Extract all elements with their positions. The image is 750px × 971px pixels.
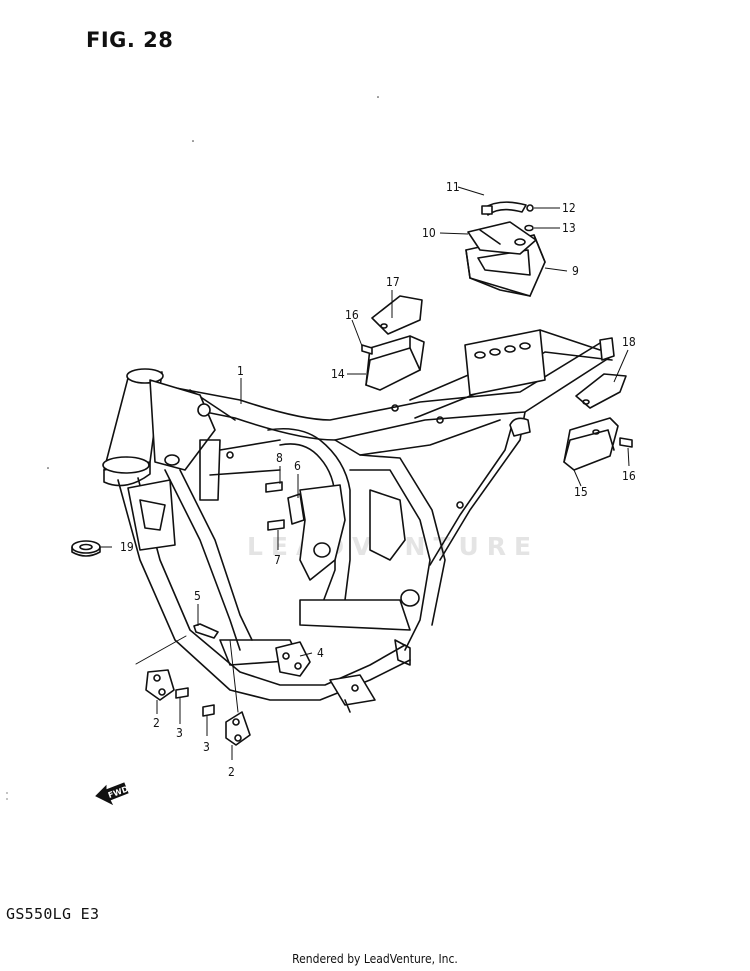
callout-12: 12 [562, 201, 576, 215]
callout-2b: 2 [228, 765, 235, 779]
callout-18: 18 [622, 335, 636, 349]
scan-specks [6, 96, 379, 800]
callout-4: 4 [317, 646, 324, 660]
fwd-arrow-icon: FWD [95, 782, 130, 806]
callout-13: 13 [562, 221, 576, 235]
callout-6: 6 [294, 459, 301, 473]
figure-title: FIG. 28 [86, 28, 174, 52]
left-side-cap [371, 295, 423, 335]
bolt-3b [202, 704, 215, 717]
render-credit: Rendered by LeadVenture, Inc. [292, 952, 458, 966]
callout-10: 10 [422, 226, 436, 240]
callout-14: 14 [331, 367, 345, 381]
callout-5: 5 [194, 589, 201, 603]
bolt-5 [193, 623, 219, 639]
bolt-8 [265, 481, 283, 493]
callout-1: 1 [237, 364, 244, 378]
fwd-label: FWD [107, 784, 130, 800]
battery-cover [467, 221, 537, 255]
bolt-16-right [619, 437, 633, 448]
callout-3b: 3 [203, 740, 210, 754]
callout-2a: 2 [153, 716, 160, 730]
bolt-16-left [361, 344, 373, 355]
callout-3a: 3 [176, 726, 183, 740]
callout-16a: 16 [345, 308, 359, 322]
model-code: GS550LG E3 [6, 905, 100, 923]
leader-lines [100, 186, 630, 760]
grommet-19 [71, 540, 101, 557]
bolt-3a [175, 687, 189, 699]
engine-mount-bracket-2a [145, 669, 175, 701]
callout-9: 9 [572, 264, 579, 278]
callout-8: 8 [276, 451, 283, 465]
callout-17: 17 [386, 275, 400, 289]
right-side-cap [575, 373, 627, 409]
right-side-box [563, 417, 619, 471]
washer-13 [524, 224, 534, 232]
callout-19: 19 [120, 540, 134, 554]
bracket-guide-lines [135, 635, 239, 713]
callout-7: 7 [274, 553, 281, 567]
callout-16b: 16 [622, 469, 636, 483]
main-frame [102, 329, 615, 713]
bracket-6 [287, 493, 305, 525]
callout-labels: 1 2 2 3 3 4 5 6 7 8 9 10 11 12 13 14 15 … [120, 180, 636, 779]
engine-mount-bracket-4 [275, 641, 311, 677]
engine-mount-bracket-2b [225, 711, 251, 746]
battery-strap [481, 201, 527, 216]
screw-12 [526, 204, 534, 212]
callout-11: 11 [446, 180, 460, 194]
bolt-7 [267, 519, 285, 531]
left-side-box [365, 335, 425, 391]
callout-15: 15 [574, 485, 588, 499]
